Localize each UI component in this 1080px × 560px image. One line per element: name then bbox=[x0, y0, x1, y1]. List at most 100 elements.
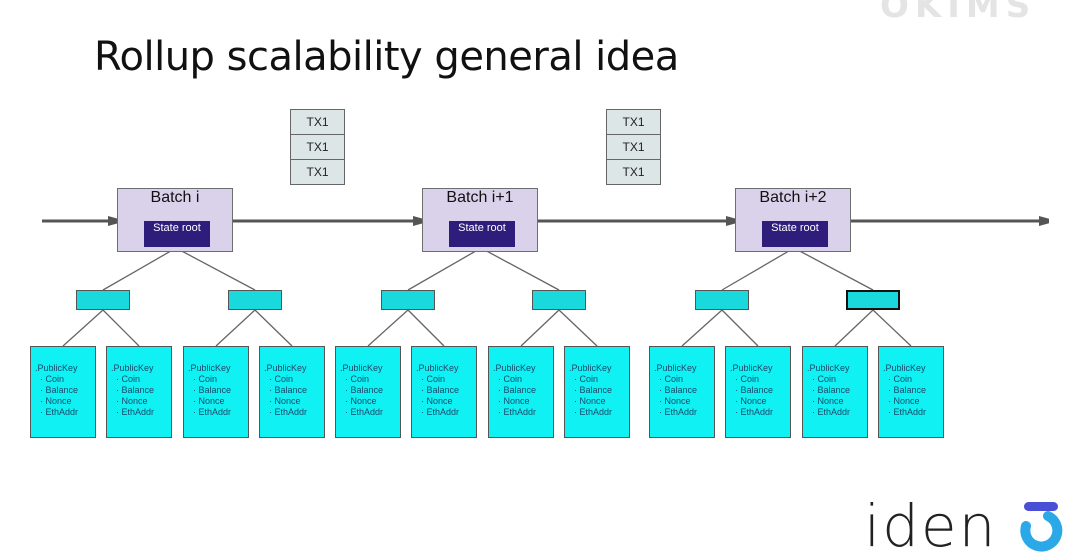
merkle-node bbox=[76, 290, 130, 310]
state-root: State root bbox=[449, 221, 515, 247]
tree-edge bbox=[62, 309, 104, 347]
leaf-field: · Coin bbox=[116, 374, 141, 384]
tree-edge bbox=[407, 247, 482, 291]
leaf-field: · Nonce bbox=[659, 396, 691, 406]
account-leaf: .PublicKey· Coin· Balance· Nonce· EthAdd… bbox=[649, 346, 715, 438]
merkle-node bbox=[532, 290, 586, 310]
leaf-field: · Balance bbox=[193, 385, 232, 395]
logo-mark-icon bbox=[1020, 502, 1063, 552]
leaf-field: · EthAddr bbox=[574, 407, 613, 417]
leaf-field: .PublicKey bbox=[111, 363, 154, 373]
tree-edge bbox=[520, 309, 560, 347]
leaf-field: · EthAddr bbox=[345, 407, 384, 417]
batch-label: Batch i+2 bbox=[759, 189, 827, 206]
merkle-node bbox=[381, 290, 435, 310]
leaf-field: .PublicKey bbox=[569, 363, 612, 373]
leaf-field: .PublicKey bbox=[188, 363, 231, 373]
tree-edge bbox=[367, 309, 409, 347]
tree-edge bbox=[407, 309, 445, 347]
leaf-field: · EthAddr bbox=[193, 407, 232, 417]
batch-label: Batch i bbox=[150, 189, 200, 206]
iden3-logo: iden bbox=[864, 496, 1066, 555]
account-leaf: .PublicKey· Coin· Balance· Nonce· EthAdd… bbox=[335, 346, 401, 438]
leaf-field: · Coin bbox=[735, 374, 760, 384]
leaf-field: · Coin bbox=[345, 374, 370, 384]
leaf-field: · Nonce bbox=[888, 396, 920, 406]
leaf-field: · EthAddr bbox=[735, 407, 774, 417]
logo-text: iden bbox=[864, 492, 998, 560]
leaf-field: · Balance bbox=[498, 385, 537, 395]
leaf-field: · EthAddr bbox=[40, 407, 79, 417]
leaf-field: .PublicKey bbox=[807, 363, 850, 373]
leaf-field: · Coin bbox=[574, 374, 599, 384]
account-leaf: .PublicKey· Coin· Balance· Nonce· EthAdd… bbox=[725, 346, 791, 438]
leaf-field: .PublicKey bbox=[416, 363, 459, 373]
leaf-field: · Nonce bbox=[269, 396, 301, 406]
leaf-field: · Coin bbox=[659, 374, 684, 384]
leaf-field: · Nonce bbox=[421, 396, 453, 406]
account-leaf: .PublicKey· Coin· Balance· Nonce· EthAdd… bbox=[106, 346, 172, 438]
leaf-field: · Coin bbox=[269, 374, 294, 384]
leaf-field: · Coin bbox=[812, 374, 837, 384]
leaf-field: · Balance bbox=[574, 385, 613, 395]
tx-stack: TX1 TX1 TX1 bbox=[290, 109, 345, 185]
leaf-field: · Coin bbox=[888, 374, 913, 384]
tree-edge bbox=[872, 309, 912, 347]
leaf-field: · Balance bbox=[40, 385, 79, 395]
tx-stack: TX1 TX1 TX1 bbox=[606, 109, 661, 185]
leaf-field: · Coin bbox=[421, 374, 446, 384]
tx-item: TX1 bbox=[606, 159, 661, 185]
tree-edge bbox=[721, 247, 795, 291]
leaf-field: · Nonce bbox=[40, 396, 72, 406]
leaf-field: · Coin bbox=[40, 374, 65, 384]
leaf-field: · Balance bbox=[345, 385, 384, 395]
leaf-field: .PublicKey bbox=[264, 363, 307, 373]
leaf-field: .PublicKey bbox=[493, 363, 536, 373]
state-root: State root bbox=[144, 221, 210, 247]
account-leaf: .PublicKey· Coin· Balance· Nonce· EthAdd… bbox=[802, 346, 868, 438]
leaf-field: · Balance bbox=[659, 385, 698, 395]
leaf-field: .PublicKey bbox=[730, 363, 773, 373]
leaf-field: · EthAddr bbox=[116, 407, 155, 417]
leaf-field: · Balance bbox=[421, 385, 460, 395]
leaf-field: · Balance bbox=[888, 385, 927, 395]
leaf-field: · Nonce bbox=[574, 396, 606, 406]
tx-item: TX1 bbox=[290, 109, 345, 135]
tree-edge bbox=[721, 309, 759, 347]
leaf-field: · Balance bbox=[735, 385, 774, 395]
leaf-field: · Balance bbox=[116, 385, 155, 395]
state-root: State root bbox=[762, 221, 828, 247]
leaf-field: · EthAddr bbox=[421, 407, 460, 417]
account-leaf: .PublicKey· Coin· Balance· Nonce· EthAdd… bbox=[411, 346, 477, 438]
tree-edge bbox=[834, 309, 874, 347]
leaf-field: .PublicKey bbox=[35, 363, 78, 373]
leaf-field: · EthAddr bbox=[659, 407, 698, 417]
leaf-field: · Nonce bbox=[812, 396, 844, 406]
tree-edge bbox=[793, 247, 874, 291]
leaf-field: · Balance bbox=[269, 385, 308, 395]
tx-item: TX1 bbox=[290, 134, 345, 160]
tx-item: TX1 bbox=[290, 159, 345, 185]
leaf-field: · Nonce bbox=[193, 396, 225, 406]
leaf-field: · EthAddr bbox=[812, 407, 851, 417]
leaf-field: · Nonce bbox=[498, 396, 530, 406]
account-leaf: .PublicKey· Coin· Balance· Nonce· EthAdd… bbox=[259, 346, 325, 438]
leaf-field: .PublicKey bbox=[340, 363, 383, 373]
leaf-field: · Coin bbox=[498, 374, 523, 384]
merkle-node bbox=[695, 290, 749, 310]
leaf-field: · Coin bbox=[193, 374, 218, 384]
tree-edge bbox=[102, 309, 140, 347]
tree-edge bbox=[254, 309, 293, 347]
account-leaf: .PublicKey· Coin· Balance· Nonce· EthAdd… bbox=[183, 346, 249, 438]
leaf-field: .PublicKey bbox=[883, 363, 926, 373]
batch-box: Batch i+2 State root bbox=[735, 188, 851, 252]
account-leaf: .PublicKey· Coin· Balance· Nonce· EthAdd… bbox=[488, 346, 554, 438]
batch-box: Batch i State root bbox=[117, 188, 233, 252]
watermark: OKIMS bbox=[880, 0, 1037, 26]
account-leaf: .PublicKey· Coin· Balance· Nonce· EthAdd… bbox=[564, 346, 630, 438]
leaf-field: · EthAddr bbox=[498, 407, 537, 417]
leaf-field: · Balance bbox=[812, 385, 851, 395]
batch-box: Batch i+1 State root bbox=[422, 188, 538, 252]
leaf-field: · Nonce bbox=[116, 396, 148, 406]
leaf-field: · Nonce bbox=[735, 396, 767, 406]
